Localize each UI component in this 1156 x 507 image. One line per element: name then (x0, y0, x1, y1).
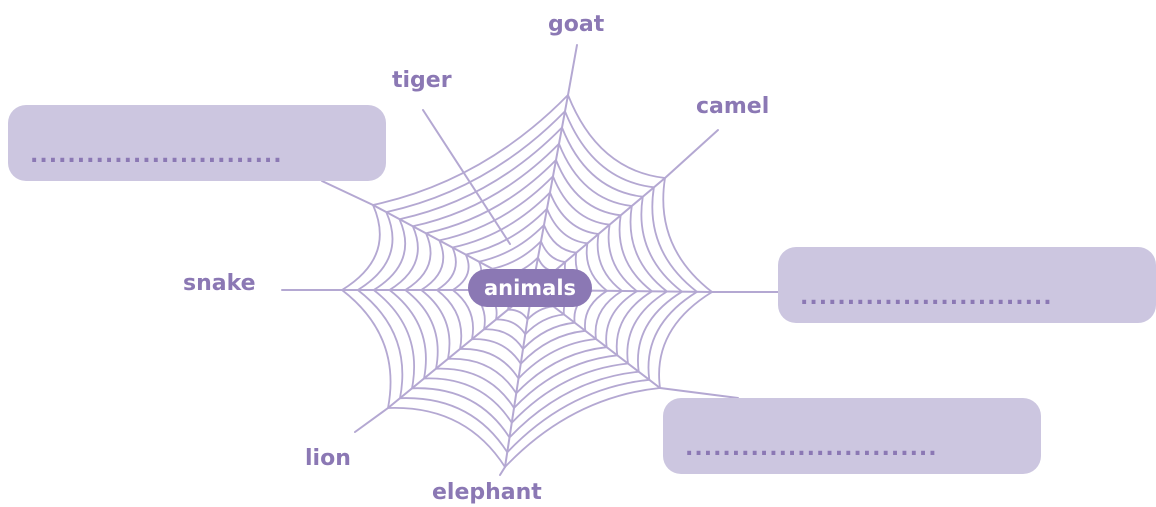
web-ring (403, 158, 654, 410)
web-ring (340, 93, 714, 469)
web-ring (467, 223, 594, 351)
web-rings (340, 93, 714, 469)
web-strand (499, 466, 506, 476)
web-strand (567, 44, 578, 96)
web-strand (664, 129, 719, 179)
answer-dots: ........................... (800, 285, 1053, 310)
web-ring (419, 174, 639, 395)
word-elephant: elephant (432, 480, 542, 505)
word-camel: camel (696, 94, 770, 119)
web-ring (356, 109, 699, 454)
word-goat: goat (548, 12, 605, 37)
web-ring (451, 207, 609, 366)
center-label-animals: animals (468, 269, 592, 307)
web-strand (659, 387, 739, 399)
web-ring (372, 125, 684, 439)
word-tiger: tiger (392, 68, 452, 93)
answer-box-1[interactable]: ........................... (8, 105, 386, 181)
web-strand (321, 180, 374, 206)
web-ring (387, 142, 669, 425)
web-strand (354, 407, 389, 433)
word-snake: snake (183, 271, 256, 296)
web-ring (435, 190, 624, 380)
answer-box-3[interactable]: ........................... (663, 398, 1041, 474)
web-strand (422, 109, 511, 245)
answer-box-2[interactable]: ........................... (778, 247, 1156, 323)
answer-dots: ........................... (685, 436, 938, 461)
word-lion: lion (305, 446, 351, 471)
answer-dots: ........................... (30, 143, 283, 168)
